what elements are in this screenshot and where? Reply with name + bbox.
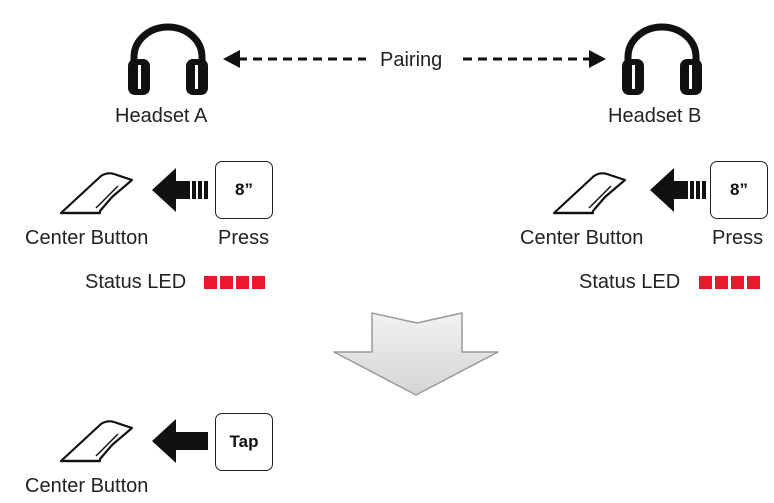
center-button-label-b: Center Button xyxy=(520,227,644,249)
status-led-label-b: Status LED xyxy=(579,271,681,293)
led-indicator xyxy=(747,276,760,289)
center-button-label-bottom: Center Button xyxy=(25,475,149,497)
tap-key-text: Tap xyxy=(229,432,259,451)
pairing-label: Pairing xyxy=(380,49,443,71)
led-indicator xyxy=(204,276,217,289)
headphones-icon xyxy=(622,23,702,95)
arrow-left-icon xyxy=(152,168,208,212)
led-indicator xyxy=(252,276,265,289)
led-indicator xyxy=(699,276,712,289)
press-duration-key-b: 8” xyxy=(710,161,768,219)
headset-a-label: Headset A xyxy=(115,105,208,127)
headset-b-label: Headset B xyxy=(608,105,702,127)
press-label-a: Press xyxy=(218,227,270,249)
status-led-label-a: Status LED xyxy=(85,271,187,293)
down-arrow-icon xyxy=(333,312,499,396)
press-duration-text: 8” xyxy=(730,180,748,199)
center-button-label-a: Center Button xyxy=(25,227,149,249)
press-duration-text: 8” xyxy=(235,180,253,199)
arrow-left-icon xyxy=(650,168,706,212)
button-icon xyxy=(59,420,134,463)
tap-key: Tap xyxy=(215,413,273,471)
headphones-icon xyxy=(128,23,208,95)
button-icon xyxy=(59,172,134,215)
press-duration-key-a: 8” xyxy=(215,161,273,219)
led-indicator xyxy=(715,276,728,289)
led-indicator xyxy=(731,276,744,289)
button-icon xyxy=(552,172,627,215)
arrow-left-icon xyxy=(152,419,208,463)
press-label-b: Press xyxy=(712,227,764,249)
led-indicator xyxy=(220,276,233,289)
led-indicator xyxy=(236,276,249,289)
